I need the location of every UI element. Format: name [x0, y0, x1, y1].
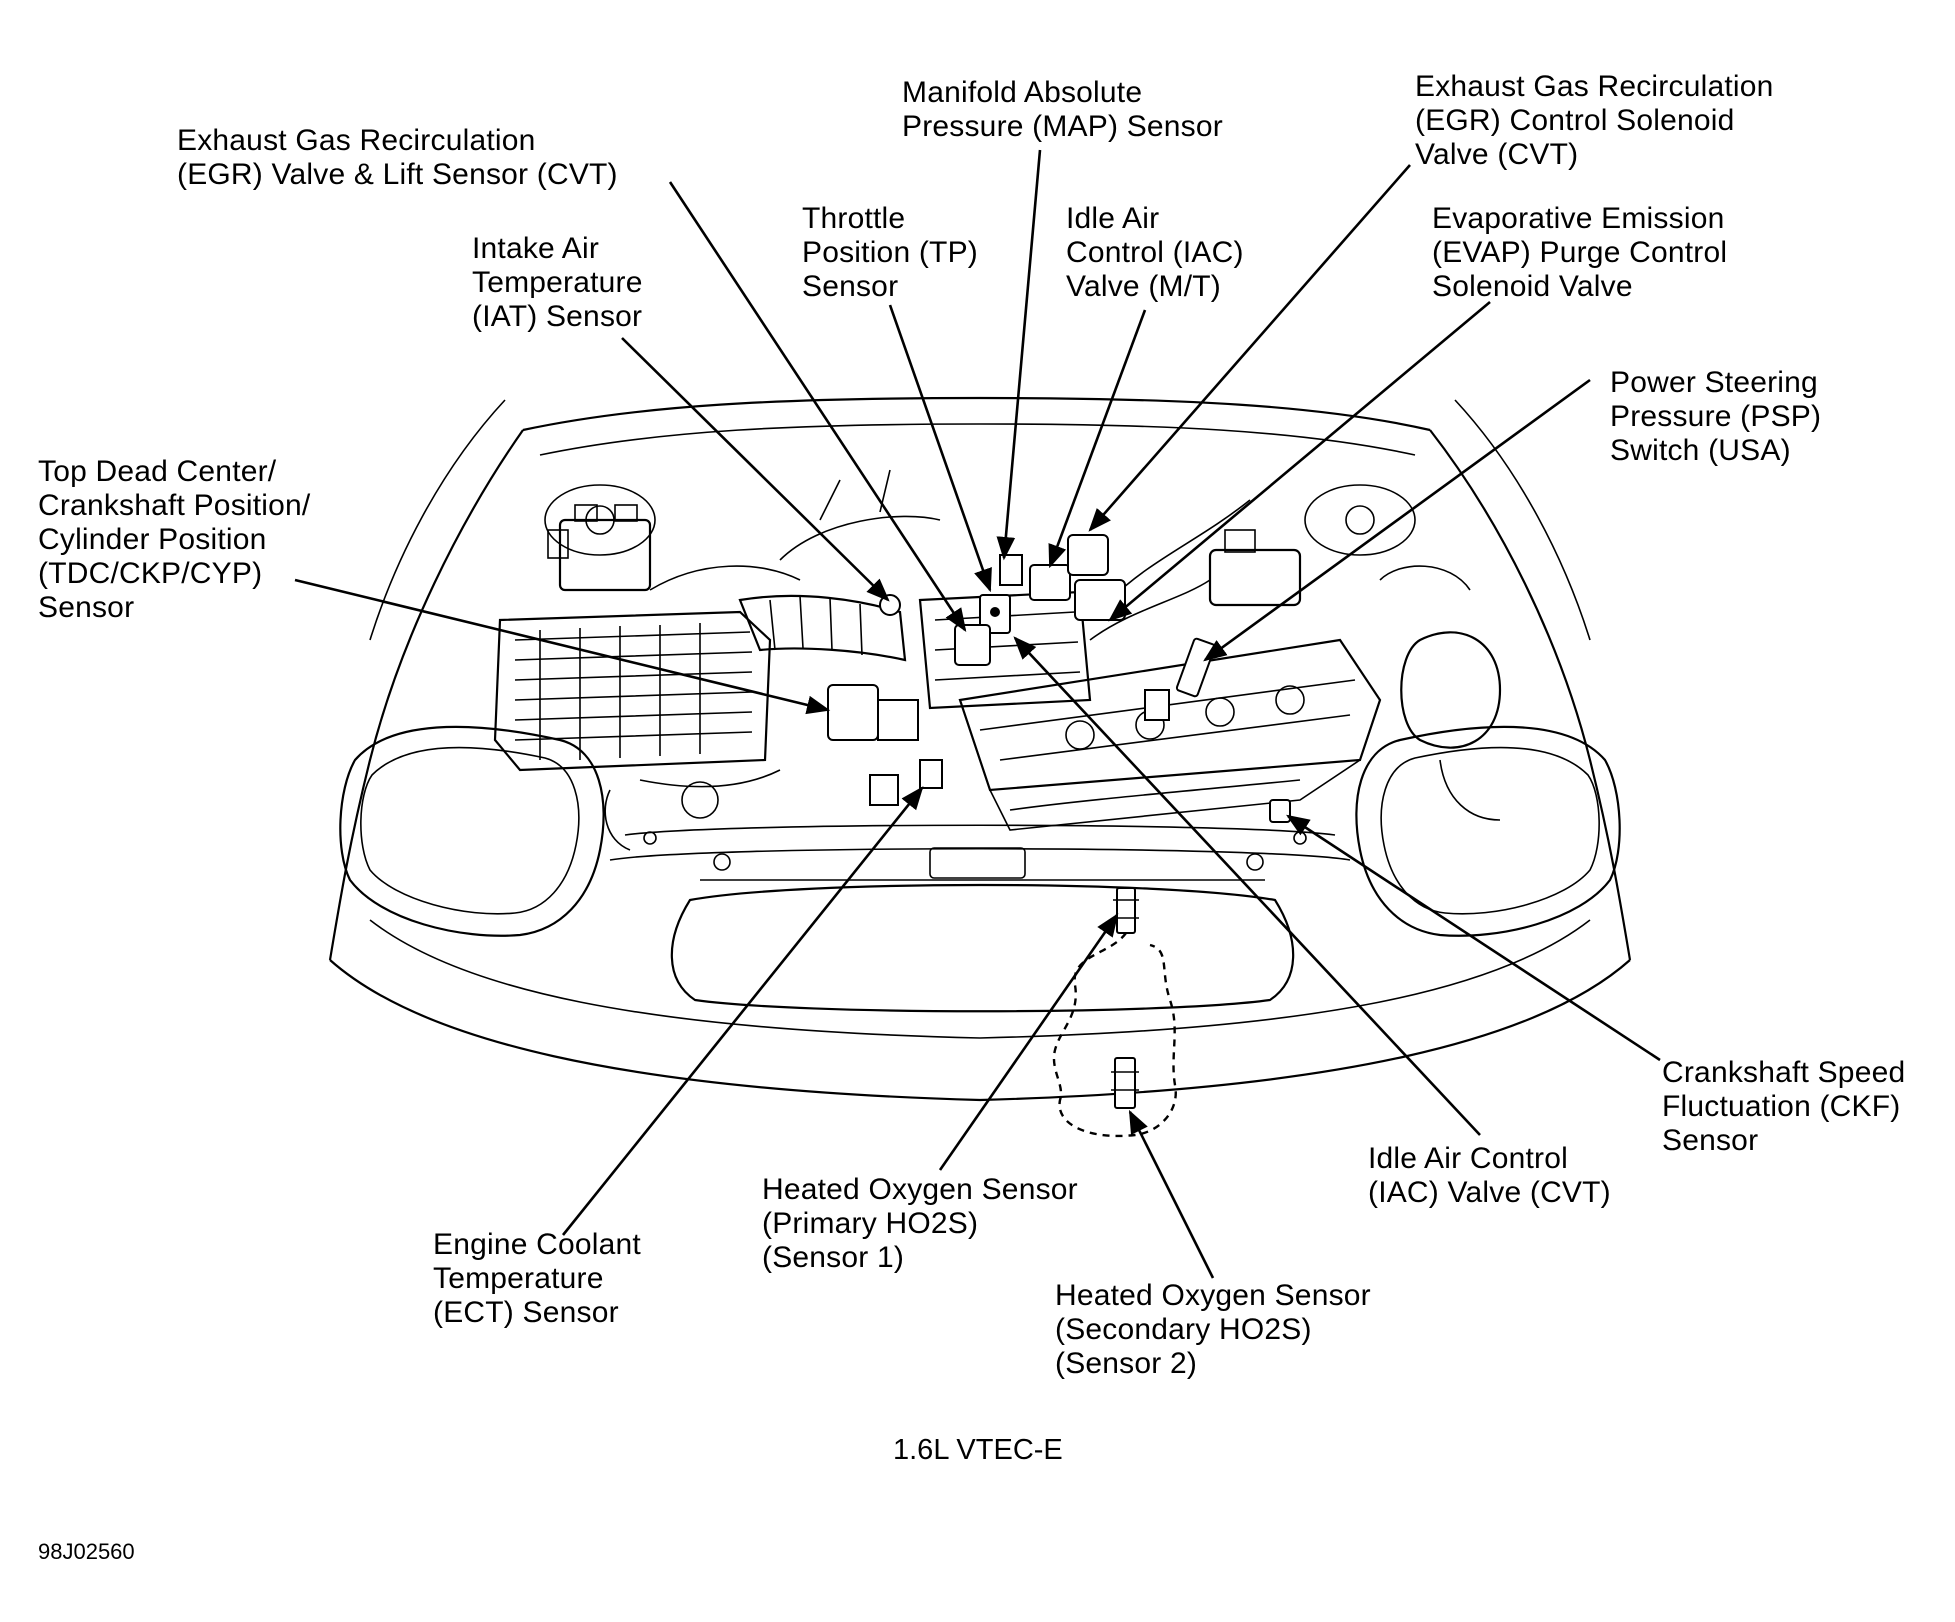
label-psp-switch-line-2: Pressure (PSP)	[1610, 400, 1822, 433]
label-map-sensor-line-1: Manifold Absolute	[902, 76, 1143, 109]
label-ho2s-primary-line-1: Heated Oxygen Sensor	[762, 1173, 1078, 1206]
label-ect-sensor-line-3: (ECT) Sensor	[433, 1296, 619, 1329]
leader-iac-valve-cvt	[1013, 636, 1481, 1136]
leader-iat-sensor	[621, 337, 890, 602]
leader-ect-sensor	[561, 786, 924, 1236]
label-egr-valve-lift: Exhaust Gas Recirculation (EGR) Valve & …	[177, 124, 618, 192]
leader-psp-switch	[1203, 378, 1591, 662]
label-throttle-position-line-3: Sensor	[802, 270, 899, 303]
diagram-caption: 1.6L VTEC-E	[893, 1434, 1063, 1466]
vehicle-body-outline	[328, 396, 1632, 1102]
leader-ho2s-primary	[938, 913, 1119, 1171]
label-map-sensor-line-2: Pressure (MAP) Sensor	[902, 110, 1223, 143]
label-ect-sensor: Engine Coolant Temperature (ECT) Sensor	[433, 1228, 641, 1330]
label-ckf-sensor: Crankshaft Speed Fluctuation (CKF) Senso…	[1662, 1056, 1905, 1158]
reference-code: 98J02560	[38, 1539, 135, 1564]
label-ho2s-secondary-line-2: (Secondary HO2S)	[1055, 1313, 1312, 1346]
label-tdc-ckp-cyp-line-5: Sensor	[38, 591, 135, 624]
label-egr-valve-lift-line-2: (EGR) Valve & Lift Sensor (CVT)	[177, 158, 618, 191]
label-psp-switch: Power Steering Pressure (PSP) Switch (US…	[1610, 366, 1821, 468]
label-ckf-sensor-line-1: Crankshaft Speed	[1662, 1056, 1906, 1089]
label-iac-valve-cvt-line-1: Idle Air Control	[1368, 1142, 1568, 1175]
label-ho2s-primary: Heated Oxygen Sensor (Primary HO2S) (Sen…	[762, 1173, 1078, 1275]
leader-tdc-ckp-cyp	[294, 578, 831, 715]
label-iac-valve-mt: Idle Air Control (IAC) Valve (M/T)	[1066, 202, 1244, 304]
label-ckf-sensor-line-3: Sensor	[1662, 1124, 1759, 1157]
label-throttle-position-line-2: Position (TP)	[802, 236, 978, 269]
sensor-parts	[827, 534, 1291, 1138]
label-evap-purge-line-2: (EVAP) Purge Control	[1432, 236, 1728, 269]
label-ho2s-primary-line-3: (Sensor 1)	[762, 1241, 905, 1274]
label-ho2s-secondary-line-1: Heated Oxygen Sensor	[1055, 1279, 1371, 1312]
label-map-sensor: Manifold Absolute Pressure (MAP) Sensor	[902, 76, 1223, 144]
label-iat-sensor-line-3: (IAT) Sensor	[472, 300, 643, 333]
label-ect-sensor-line-2: Temperature	[433, 1262, 604, 1295]
label-iat-sensor: Intake Air Temperature (IAT) Sensor	[472, 232, 643, 334]
label-ect-sensor-line-1: Engine Coolant	[433, 1228, 641, 1261]
label-iac-valve-mt-line-3: Valve (M/T)	[1066, 270, 1221, 303]
leader-ckf-sensor	[1286, 814, 1661, 1062]
label-ho2s-secondary-line-3: (Sensor 2)	[1055, 1347, 1198, 1380]
leader-throttle-position	[888, 304, 992, 593]
leader-egr-control-solenoid	[1088, 164, 1411, 532]
label-tdc-ckp-cyp-line-2: Crankshaft Position/	[38, 489, 311, 522]
label-evap-purge-line-1: Evaporative Emission	[1432, 202, 1725, 235]
label-iac-valve-mt-line-1: Idle Air	[1066, 202, 1160, 235]
label-egr-control-solenoid-line-3: Valve (CVT)	[1415, 138, 1579, 171]
leader-egr-valve-lift	[668, 181, 967, 632]
label-iac-valve-cvt: Idle Air Control (IAC) Valve (CVT)	[1368, 1142, 1611, 1210]
leader-lines	[294, 149, 1661, 1279]
leader-map-sensor	[996, 149, 1042, 561]
leader-evap-purge	[1108, 301, 1491, 622]
label-ho2s-primary-line-2: (Primary HO2S)	[762, 1207, 979, 1240]
leader-iac-valve-mt	[1048, 309, 1147, 569]
label-ckf-sensor-line-2: Fluctuation (CKF)	[1662, 1090, 1901, 1123]
label-egr-control-solenoid: Exhaust Gas Recirculation (EGR) Control …	[1415, 70, 1774, 172]
label-egr-control-solenoid-line-2: (EGR) Control Solenoid	[1415, 104, 1735, 137]
label-psp-switch-line-1: Power Steering	[1610, 366, 1818, 399]
label-evap-purge-line-3: Solenoid Valve	[1432, 270, 1633, 303]
label-ho2s-secondary: Heated Oxygen Sensor (Secondary HO2S) (S…	[1055, 1279, 1371, 1381]
engine-components	[493, 469, 1502, 851]
label-throttle-position: Throttle Position (TP) Sensor	[802, 202, 978, 304]
label-iac-valve-mt-line-2: Control (IAC)	[1066, 236, 1244, 269]
label-iat-sensor-line-1: Intake Air	[472, 232, 600, 265]
label-psp-switch-line-3: Switch (USA)	[1610, 434, 1791, 467]
label-tdc-ckp-cyp-line-1: Top Dead Center/	[38, 455, 277, 488]
leader-ho2s-secondary	[1128, 1109, 1215, 1279]
label-evap-purge: Evaporative Emission (EVAP) Purge Contro…	[1432, 202, 1727, 304]
label-iat-sensor-line-2: Temperature	[472, 266, 643, 299]
label-throttle-position-line-1: Throttle	[802, 202, 906, 235]
label-egr-control-solenoid-line-1: Exhaust Gas Recirculation	[1415, 70, 1774, 103]
label-tdc-ckp-cyp-line-3: Cylinder Position	[38, 523, 267, 556]
label-egr-valve-lift-line-1: Exhaust Gas Recirculation	[177, 124, 536, 157]
label-tdc-ckp-cyp-line-4: (TDC/CKP/CYP)	[38, 557, 263, 590]
label-tdc-ckp-cyp: Top Dead Center/ Crankshaft Position/ Cy…	[38, 455, 310, 625]
label-iac-valve-cvt-line-2: (IAC) Valve (CVT)	[1368, 1176, 1611, 1209]
